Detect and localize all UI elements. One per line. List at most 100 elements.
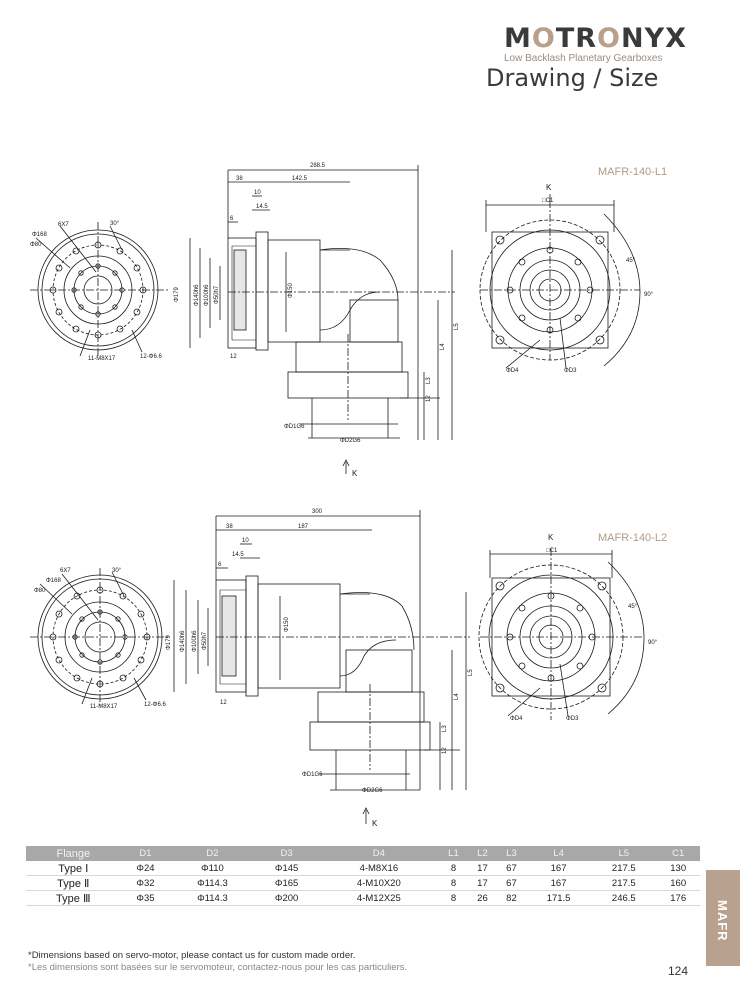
angle-90-l1: 90°	[644, 292, 654, 298]
table-cell: Type Ⅲ	[26, 890, 121, 906]
dim-d4-l2: Φ50h7	[202, 631, 208, 650]
table-cell: 171.5	[525, 890, 592, 906]
dim-d4-l1: Φ50h7	[214, 285, 220, 304]
dim-d5-l2: Φ150	[284, 617, 290, 632]
dim-d4-view-l1: ΦD4	[506, 368, 519, 374]
table-header-row: Flange D1 D2 D3 D4 L1 L2 L3 L4 L5 C1	[26, 846, 700, 861]
angle-45-l2: 45°	[628, 604, 638, 610]
brand-tagline: Low Backlash Planetary Gearboxes	[504, 53, 663, 64]
table-row: Type Ⅲ Φ35 Φ114.3 Φ200 4-M12X25 8 26 82 …	[26, 890, 700, 906]
table-cell: 67	[496, 861, 526, 876]
table-cell: 167	[525, 875, 592, 891]
dim-d-l1: 14.5	[256, 204, 268, 210]
table-cell: 130	[656, 861, 700, 876]
dim-dd2-l1: ΦD2G6	[340, 438, 361, 444]
label-bore-l1: Φ80	[30, 242, 42, 248]
label-holes-l1: 11-M8X17	[88, 356, 116, 362]
table-cell: 176	[656, 890, 700, 906]
dim-total-l2: 300	[312, 509, 323, 515]
label-angle-l1: 30°	[110, 221, 120, 227]
dim-c1-l2: □C1	[546, 548, 558, 554]
col-header: L5	[591, 846, 657, 861]
table-cell: Type Ⅱ	[26, 875, 121, 891]
table-cell: 17	[467, 861, 497, 876]
dim-d4-view-l2: ΦD4	[510, 716, 523, 722]
side-tab-label: MAFR	[715, 900, 730, 942]
table-cell: 8	[438, 861, 468, 876]
dim-l3-l1: L3	[426, 377, 432, 384]
logo-gear-icon-2: O	[597, 23, 621, 54]
dim-d3-l2: Φ100h6	[192, 630, 198, 652]
drawing-l2: 6X7 Φ168 Φ80 30° 11-M8X17 12-Φ6.6	[30, 509, 658, 828]
dim-a-l2: 38	[226, 524, 233, 530]
table-cell: 167	[525, 861, 592, 876]
table-cell: 217.5	[591, 861, 657, 876]
dim-e-l2: 6	[218, 562, 222, 568]
col-header: L1	[438, 846, 468, 861]
label-holes2-l2: 12-Φ6.6	[144, 702, 166, 708]
dim-d2-l1: Φ140h6	[194, 284, 200, 306]
dim-d5-l1: Φ150	[288, 283, 294, 298]
table-cell: Φ110	[170, 861, 255, 876]
dim-d1-l2: Φ179	[166, 635, 172, 650]
brand-block: MOTRONYX Low Backlash Planetary Gearboxe…	[504, 23, 686, 65]
model-label-l1: MAFR-140-L1	[598, 166, 668, 178]
drawing-l1: 6X7 Φ168 Φ80 30° 11-M8X17 12-Φ6.6	[30, 163, 654, 478]
col-header: C1	[656, 846, 700, 861]
flange-front-view-l1: 6X7 Φ168 Φ80 30° 11-M8X17 12-Φ6.6	[30, 221, 168, 362]
dim-l5-l1: L5	[454, 323, 460, 330]
dim-e-l1: 6	[230, 216, 234, 222]
table-cell: Φ145	[254, 861, 319, 876]
dim-l4-l2: L4	[454, 693, 460, 700]
table-cell: 8	[438, 875, 468, 891]
view-arrow-k-l2: K	[372, 819, 378, 828]
label-angle-l2: 30°	[112, 568, 122, 574]
table-cell: Φ114.3	[170, 890, 255, 906]
dim-l4-l1: L4	[440, 343, 446, 350]
dim-l5-l2: L5	[468, 669, 474, 676]
table-cell: Type Ⅰ	[26, 861, 121, 876]
table-cell: 17	[467, 875, 497, 891]
view-k-label-l2: K	[548, 533, 554, 542]
table-cell: 8	[438, 890, 468, 906]
label-bore-l2: Φ80	[34, 588, 46, 594]
dim-dd1-l2: ΦD1G6	[302, 772, 323, 778]
view-k-label-l1: K	[546, 183, 552, 192]
table-cell: 4-M10X20	[318, 875, 439, 891]
col-header: Flange	[26, 846, 121, 861]
footnotes: *Dimensions based on servo-motor, please…	[28, 950, 407, 974]
dim-c-l2: 10	[242, 538, 249, 544]
dim-dd2-l2: ΦD2G6	[362, 788, 383, 794]
dim-f-l1: 12	[230, 354, 237, 360]
model-label-l2: MAFR-140-L2	[598, 532, 668, 544]
table-cell: Φ24	[120, 861, 171, 876]
output-view-l1: K □C1 45° 90° ΦD4 ΦD3	[479, 183, 654, 374]
logo-gear-icon: O	[531, 23, 556, 54]
label-holes2-l1: 12-Φ6.6	[140, 354, 162, 360]
col-header: L4	[525, 846, 592, 861]
table-cell: Φ114.3	[170, 875, 255, 891]
angle-45-l1: 45°	[626, 258, 636, 264]
page-number: 124	[668, 964, 689, 978]
label-pcd-l1: Φ168	[32, 232, 47, 238]
page-title: Drawing / Size	[486, 64, 659, 92]
dim-b-l1: 142.5	[292, 176, 308, 182]
table-cell: 4-M8X16	[318, 861, 439, 876]
table-row: Type Ⅰ Φ24 Φ110 Φ145 4-M8X16 8 17 67 167…	[26, 861, 700, 876]
flange-spec-table: Flange D1 D2 D3 D4 L1 L2 L3 L4 L5 C1 Typ…	[26, 846, 700, 906]
dim-c1-l1: □C1	[542, 198, 554, 204]
label-keyway-l1: 6X7	[58, 222, 69, 228]
dim-c-l1: 10	[254, 190, 261, 196]
table-cell: 67	[496, 875, 526, 891]
table-cell: Φ165	[254, 875, 319, 891]
dim-l2-l1: 12	[426, 395, 432, 402]
section-side-view-l1: 288.5 38 142.5 10 14.5 6 12 Φ179 Φ140h6 …	[174, 163, 460, 478]
section-side-view-l2: 300 38 187 10 14.5 6 12 Φ179 Φ140h6 Φ100…	[166, 509, 474, 828]
table-cell: Φ200	[254, 890, 319, 906]
table-cell: Φ32	[120, 875, 171, 891]
flange-front-view-l2: 6X7 Φ168 Φ80 30° 11-M8X17 12-Φ6.6	[30, 568, 170, 710]
dim-f-l2: 12	[220, 700, 227, 706]
dim-d-l2: 14.5	[232, 552, 244, 558]
section-side-tab: MAFR	[706, 870, 740, 966]
